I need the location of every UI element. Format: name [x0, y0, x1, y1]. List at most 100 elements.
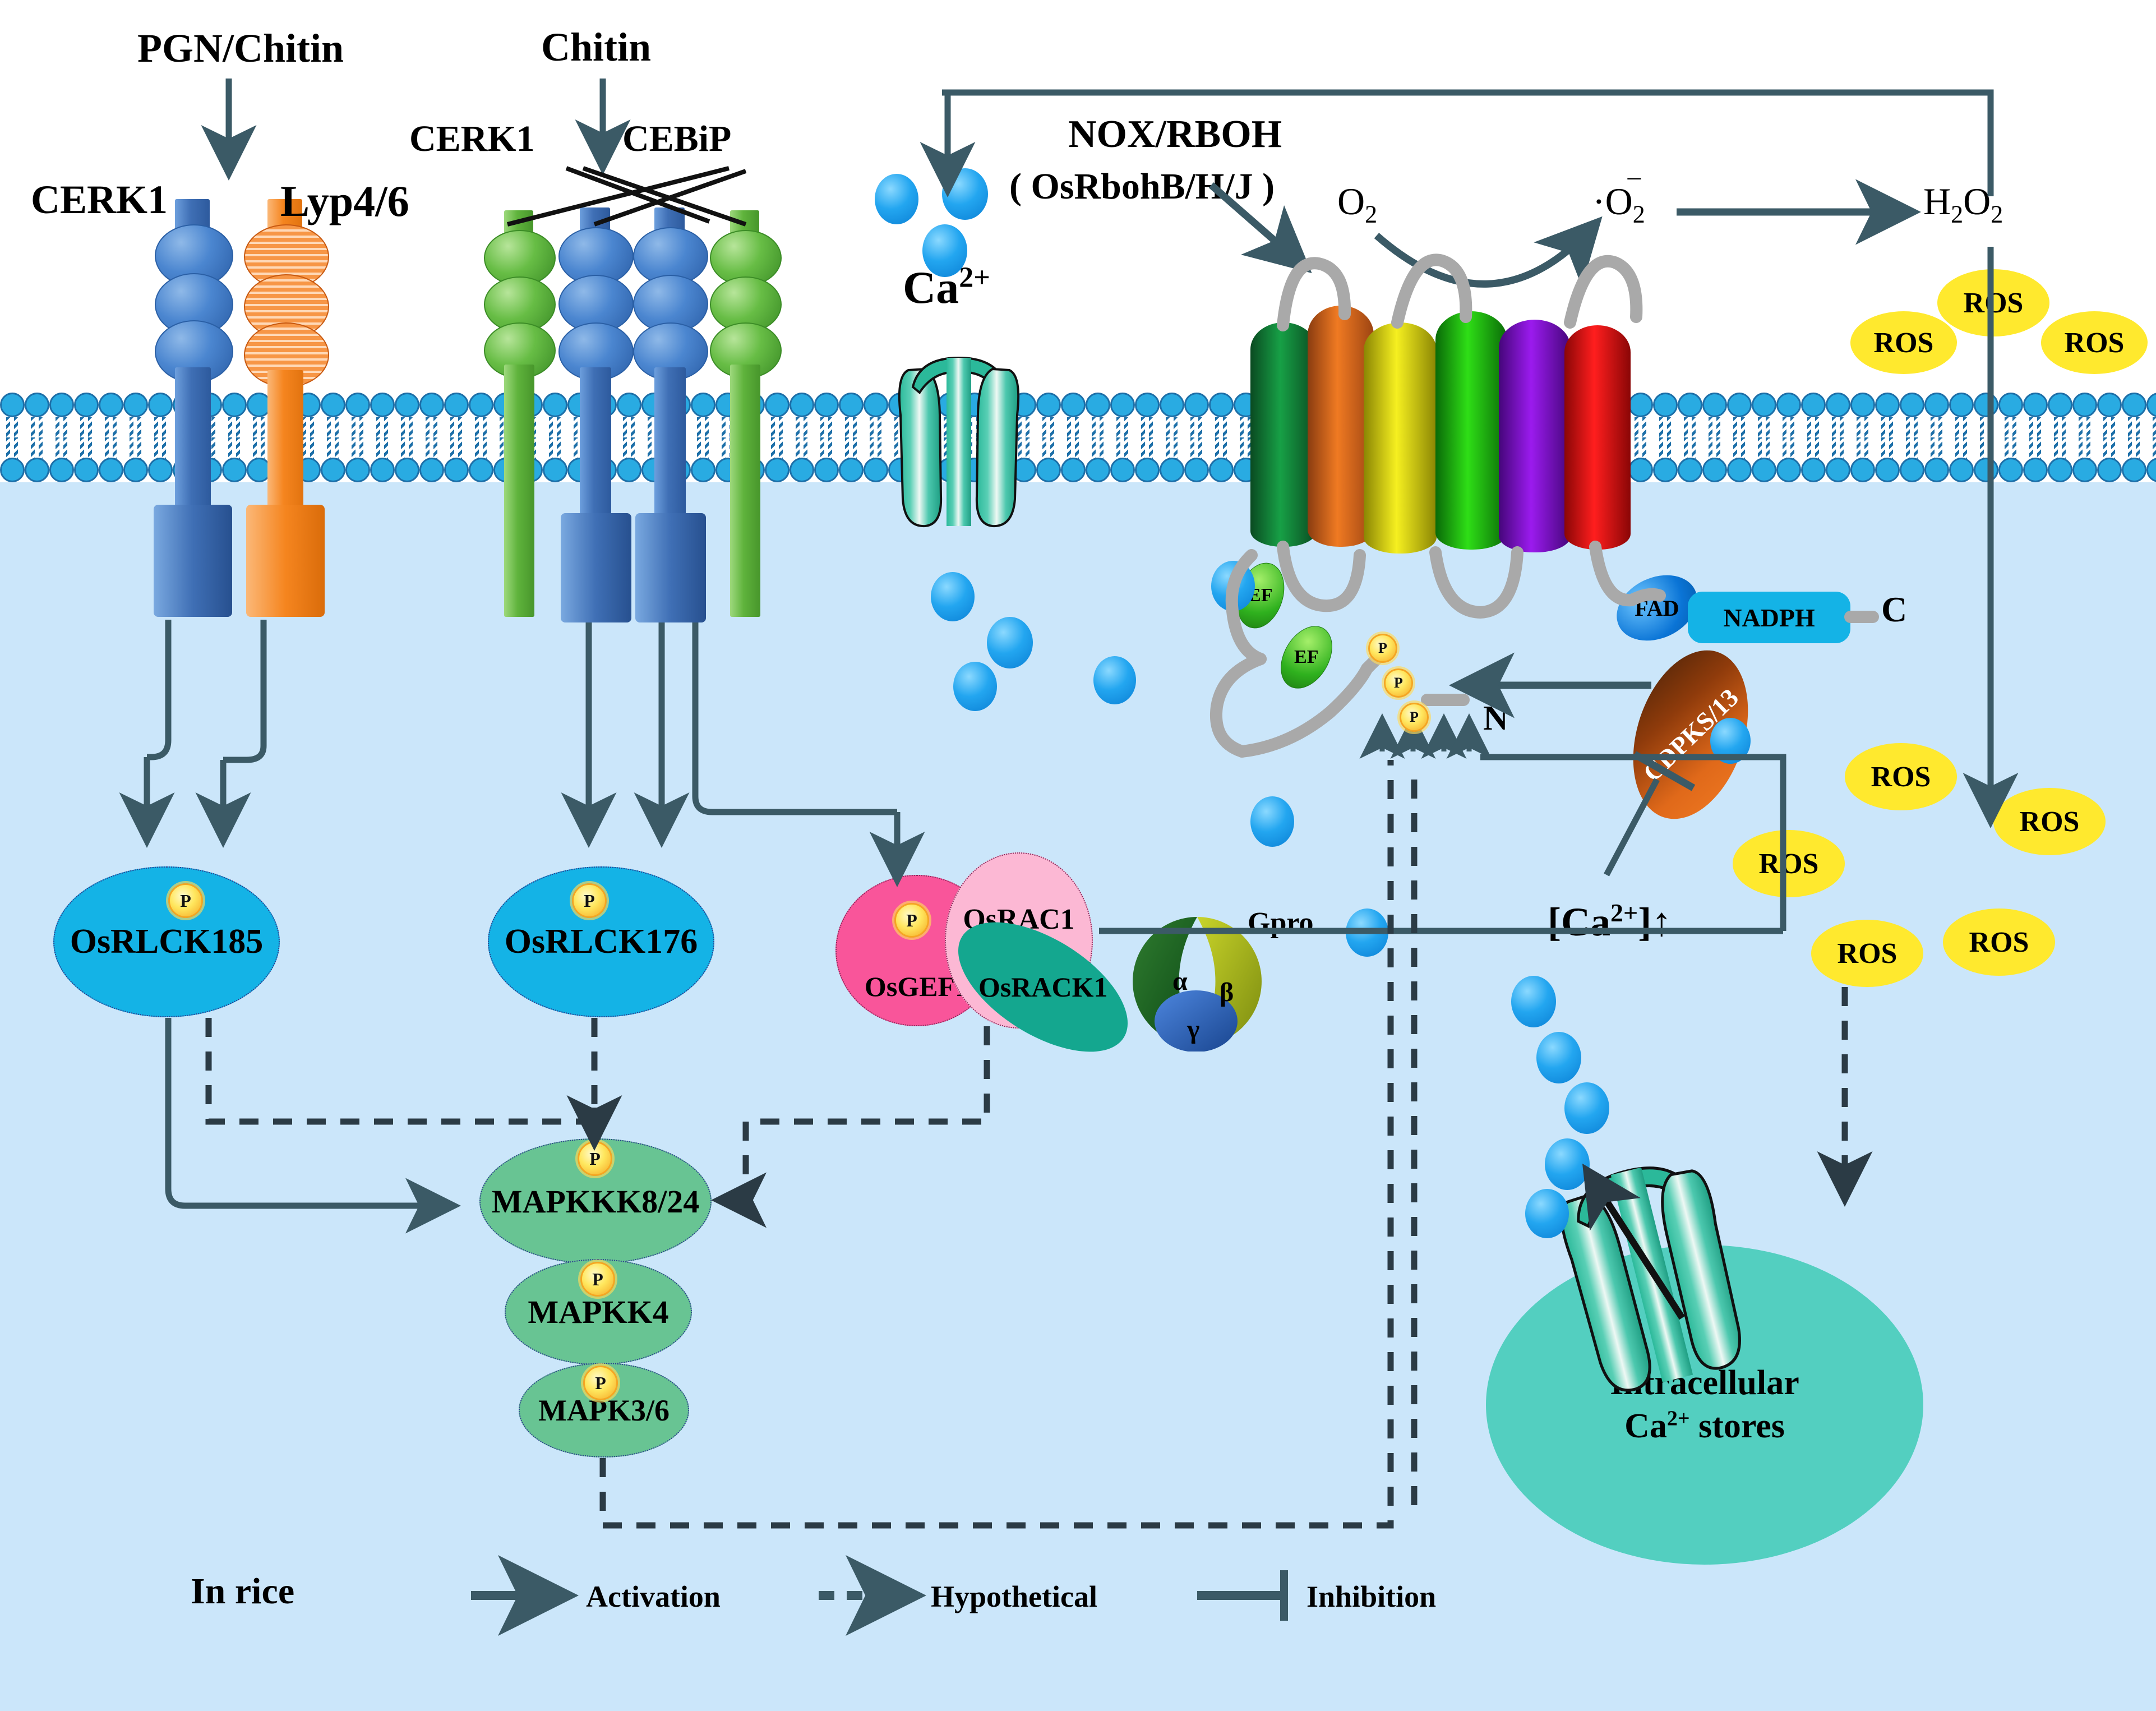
- lipid-head: [1061, 458, 1086, 482]
- phospho-nox-2: P: [1384, 668, 1413, 698]
- svg-text:γ: γ: [1187, 1014, 1199, 1044]
- ligand-chitin-label: Chitin: [541, 25, 652, 70]
- legend-inhibition-label: Inhibition: [1306, 1580, 1437, 1613]
- lipid-tail: [1998, 437, 2023, 459]
- lipid-tail: [814, 437, 839, 459]
- nox-helix-5: [1499, 320, 1571, 552]
- nox-subtitle-label: ( OsRbohB/H/J ): [1009, 166, 1275, 207]
- lipid-head: [1160, 393, 1184, 417]
- lipid-head: [617, 458, 641, 482]
- lipid-head: [74, 393, 99, 417]
- lipid-tail: [1924, 437, 1949, 459]
- lipid-tail: [1702, 417, 1727, 439]
- lipid-tail: [1012, 417, 1036, 439]
- calcium-ion: [1211, 561, 1255, 611]
- lipid-tail: [765, 437, 790, 459]
- svg-text:β: β: [1220, 977, 1234, 1007]
- lipid-head: [1061, 393, 1086, 417]
- lipid-tail: [2072, 417, 2097, 439]
- osrlck185-label: OsRLCK185: [70, 923, 264, 961]
- lipid-tail: [543, 437, 567, 459]
- lipid-tail: [25, 437, 49, 459]
- lipid-tail: [2048, 417, 2072, 439]
- lipid-head: [1850, 393, 1875, 417]
- lipid-tail: [864, 417, 888, 439]
- lipid-tail: [222, 417, 247, 439]
- lipid-tail: [345, 437, 370, 459]
- lipid-tail: [1184, 417, 1209, 439]
- calcium-ion: [1346, 908, 1388, 957]
- lipid-tail: [2097, 417, 2122, 439]
- calcium-ion: [1093, 656, 1136, 704]
- ros-molecule: ROS: [1937, 269, 2049, 336]
- calcium-ion: [1564, 1082, 1609, 1134]
- lipid-tail: [1801, 437, 1826, 459]
- lipid-tail: [222, 437, 247, 459]
- lipid-head: [2023, 393, 2048, 417]
- lipid-tail: [2122, 437, 2146, 459]
- lipid-head: [469, 458, 493, 482]
- lipid-tail: [2146, 417, 2156, 439]
- superoxide-label: ·O2−: [1592, 163, 1645, 228]
- calcium-concentration-label: [Ca2+]↑: [1548, 898, 1672, 944]
- lipid-tail: [839, 437, 864, 459]
- lipid-tail: [790, 417, 814, 439]
- n-terminus-label: N: [1483, 699, 1508, 737]
- lipid-head: [1135, 393, 1160, 417]
- phospho-badge-mapk: P: [583, 1366, 618, 1400]
- ros-molecule: ROS: [1845, 743, 1957, 810]
- lipid-tail: [49, 437, 74, 459]
- lipid-head: [370, 458, 395, 482]
- lipid-tail: [1900, 437, 1924, 459]
- lipid-head: [1752, 458, 1776, 482]
- lipid-head: [395, 458, 419, 482]
- calcium-ion: [875, 174, 918, 224]
- lipid-head: [222, 458, 247, 482]
- lipid-tail: [444, 437, 469, 459]
- receptor-cebip-label: CEBiP: [622, 118, 732, 159]
- lipid-head: [617, 393, 641, 417]
- lipid-head: [2146, 393, 2156, 417]
- lipid-tail: [74, 417, 99, 439]
- lipid-tail: [1086, 437, 1110, 459]
- lipid-head: [1184, 458, 1209, 482]
- nadph-domain: NADPH: [1688, 592, 1850, 643]
- lipid-tail: [1135, 417, 1160, 439]
- protein-osrlck185[interactable]: OsRLCK185: [53, 866, 280, 1017]
- lipid-tail: [2122, 417, 2146, 439]
- lipid-tail: [49, 417, 74, 439]
- lipid-head: [1209, 393, 1234, 417]
- lipid-head: [1924, 458, 1949, 482]
- lipid-tail: [321, 417, 345, 439]
- lipid-tail: [1974, 437, 1998, 459]
- lipid-head: [0, 393, 25, 417]
- phospho-badge-rlck176: P: [572, 883, 607, 918]
- o2-label: O2: [1337, 180, 1378, 228]
- lipid-tail: [370, 417, 395, 439]
- lipid-tail: [2072, 437, 2097, 459]
- lipid-head: [1628, 393, 1653, 417]
- lipid-head: [1653, 458, 1678, 482]
- lipid-head: [1135, 458, 1160, 482]
- calcium-ion-cdpk: [1710, 718, 1751, 764]
- lipid-tail: [790, 437, 814, 459]
- lipid-tail: [1949, 417, 1974, 439]
- ros-molecule: ROS: [1850, 311, 1957, 374]
- calcium-ion: [1536, 1032, 1581, 1083]
- lipid-tail: [1160, 417, 1184, 439]
- lipid-tail: [691, 417, 715, 439]
- store-line2: Ca2+ stores: [1624, 1406, 1785, 1445]
- lipid-tail: [2097, 437, 2122, 459]
- lipid-head: [839, 458, 864, 482]
- lipid-tail: [1061, 417, 1086, 439]
- lipid-head: [321, 393, 345, 417]
- phospho-nox-3: P: [1400, 703, 1429, 732]
- lipid-head: [1900, 393, 1924, 417]
- lipid-head: [1949, 458, 1974, 482]
- lipid-head: [2146, 458, 2156, 482]
- lipid-head: [691, 393, 715, 417]
- lipid-tail: [839, 417, 864, 439]
- calcium-ion: [922, 224, 967, 277]
- lipid-tail: [1628, 417, 1653, 439]
- legend-hypothetical-label: Hypothetical: [931, 1580, 1097, 1613]
